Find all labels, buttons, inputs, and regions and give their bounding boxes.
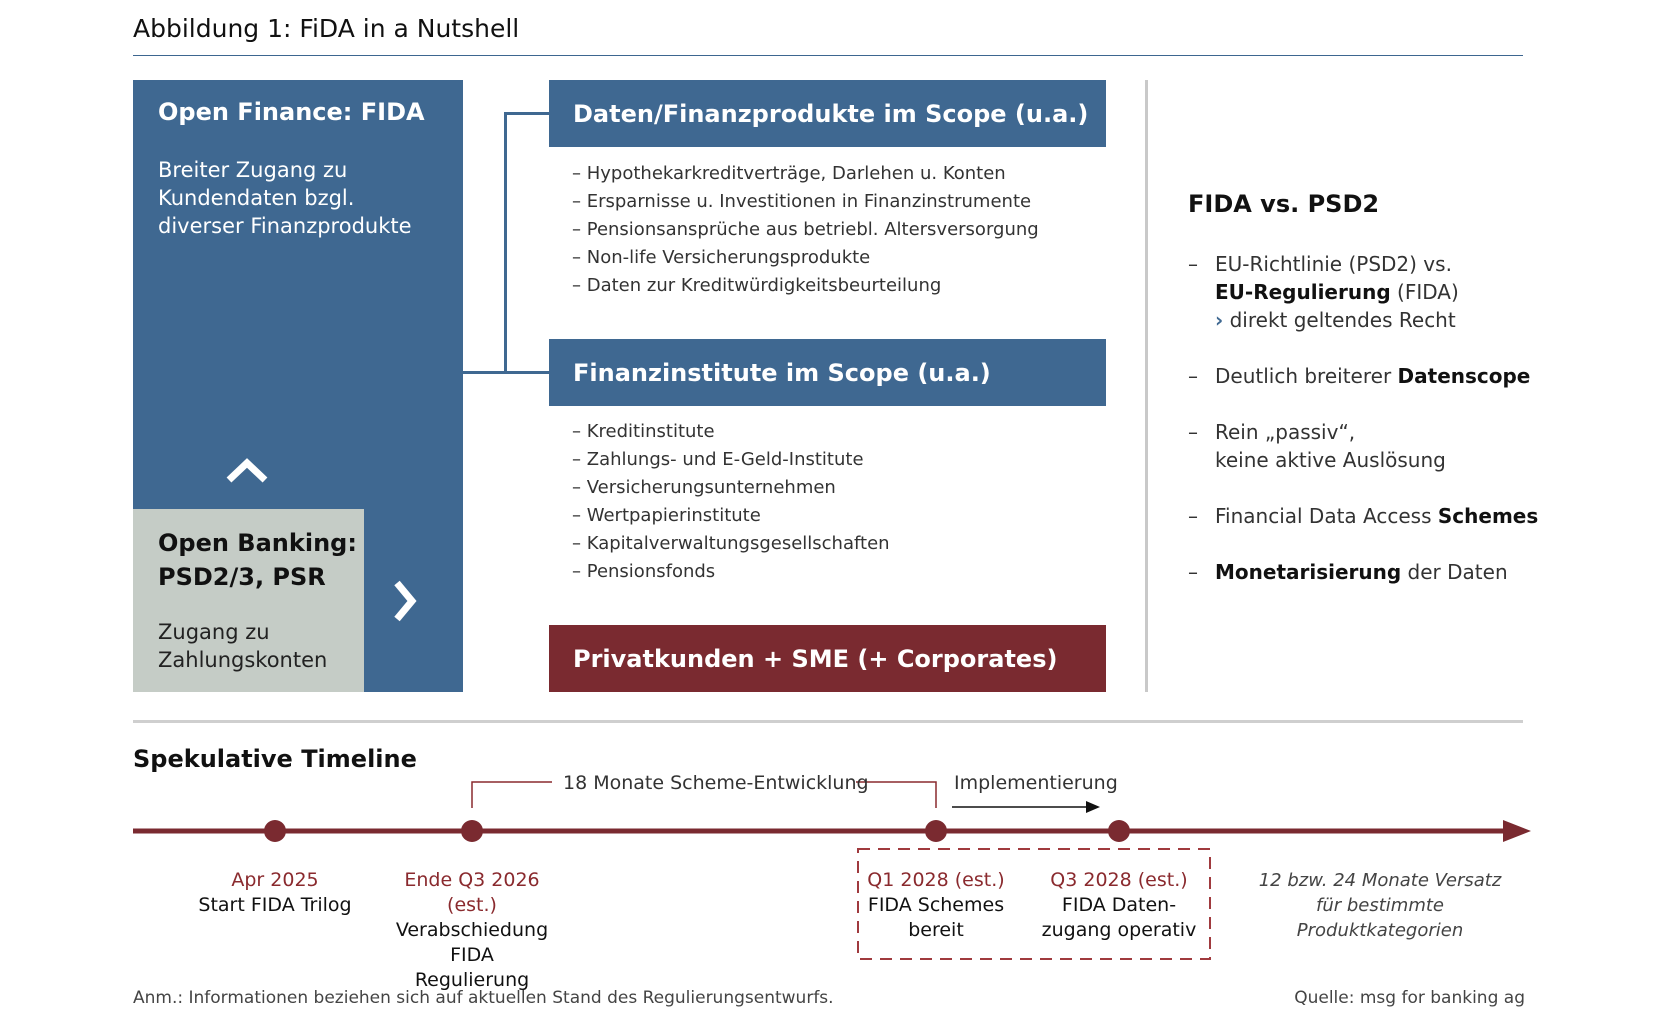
comparison-text: Financial Data Access — [1215, 504, 1438, 528]
milestone-description: Verabschiedung FIDA Regulierung — [395, 919, 549, 991]
connector-line — [463, 371, 506, 374]
milestone-description: FIDA Schemes bereit — [867, 894, 1005, 941]
list-item: Zahlungs- und E-Geld-Institute — [572, 446, 890, 474]
dash: – — [1188, 364, 1198, 388]
list-item: Versicherungsunternehmen — [572, 474, 890, 502]
footer-note: Anm.: Informationen beziehen sich auf ak… — [133, 988, 834, 1008]
list-item: Daten zur Kreditwürdigkeitsbeurteilung — [572, 272, 1039, 300]
title-divider — [133, 55, 1523, 56]
comparison-title: FIDA vs. PSD2 — [1188, 190, 1380, 218]
figure-title: Abbildung 1: FiDA in a Nutshell — [133, 14, 520, 43]
connector-line — [504, 112, 507, 374]
timeline-note: 12 bzw. 24 Monate Versatz für bestimmte … — [1258, 870, 1502, 941]
products-scope-list: Hypothekarkreditverträge, Darlehen u. Ko… — [572, 160, 1039, 300]
dash: – — [1188, 252, 1198, 276]
chevron-up-icon — [226, 458, 268, 483]
open-banking-box — [133, 509, 364, 692]
comparison-point-4: – Financial Data Access Schemes — [1188, 502, 1538, 530]
comparison-bold: Monetarisierung — [1215, 560, 1402, 584]
timeline-title: Spekulative Timeline — [133, 745, 417, 773]
milestone-date: Q3 2028 (est.) — [1050, 869, 1188, 891]
comparison-text: Monetarisierung der Daten — [1215, 558, 1508, 586]
open-banking-description: Zugang zu Zahlungskonten — [158, 620, 328, 672]
comparison-point-3: – Rein „passiv“, keine aktive Auslösung — [1188, 418, 1528, 474]
connector-line — [504, 371, 549, 374]
list-item: Non-life Versicherungsprodukte — [572, 244, 1039, 272]
comparison-text: direkt geltendes Recht — [1229, 308, 1456, 332]
connector-line — [504, 112, 549, 115]
comparison-text: Deutlich breiterer Datenscope — [1215, 362, 1530, 390]
comparison-text: Financial Data Access Schemes — [1215, 502, 1538, 530]
milestone-label: Q1 2028 (est.) FIDA Schemes bereit — [861, 868, 1011, 943]
list-item: Kreditinstitute — [572, 418, 890, 446]
comparison-bold: Schemes — [1437, 504, 1539, 528]
open-finance-description: Breiter Zugang zu Kundendaten bzgl. dive… — [158, 158, 412, 238]
bracket-line — [471, 781, 552, 808]
milestone-description: Start FIDA Trilog — [198, 894, 352, 916]
list-item: Ersparnisse u. Investitionen in Finanzin… — [572, 188, 1039, 216]
milestone-date: Ende Q3 2026 (est.) — [404, 869, 540, 916]
list-item: Hypothekarkreditverträge, Darlehen u. Ko… — [572, 160, 1039, 188]
milestone-marker — [461, 820, 483, 842]
comparison-point-1: – EU-Richtlinie (PSD2) vs. EU-Regulierun… — [1188, 250, 1528, 334]
comparison-bold: Datenscope — [1397, 364, 1531, 388]
chevron-right-icon — [394, 580, 417, 622]
customers-box: Privatkunden + SME (+ Corporates) — [549, 625, 1106, 692]
chevron-right-icon: › — [1215, 308, 1224, 332]
comparison-point-2: – Deutlich breiterer Datenscope — [1188, 362, 1530, 390]
dash: – — [1188, 560, 1198, 584]
comparison-text: EU-Regulierung (FIDA) — [1215, 278, 1459, 306]
milestone-marker — [1108, 820, 1130, 842]
dash: – — [1188, 504, 1198, 528]
list-item: Kapitalverwaltungsgesellschaften — [572, 530, 890, 558]
institutions-scope-list: Kreditinstitute Zahlungs- und E-Geld-Ins… — [572, 418, 890, 586]
vertical-divider — [1145, 80, 1148, 692]
comparison-text: › direkt geltendes Recht — [1215, 306, 1456, 334]
customers-label: Privatkunden + SME (+ Corporates) — [573, 644, 1058, 673]
list-item: Wertpapierinstitute — [572, 502, 890, 530]
bracket-label: 18 Monate Scheme-Entwicklung — [563, 772, 869, 794]
institutions-scope-header-label: Finanzinstitute im Scope (u.a.) — [573, 358, 991, 387]
footer-source: Quelle: msg for banking ag — [1294, 988, 1525, 1008]
bracket-line — [856, 781, 937, 808]
products-scope-header-label: Daten/Finanzprodukte im Scope (u.a.) — [573, 99, 1089, 128]
open-banking-title: Open Banking: PSD2/3, PSR — [158, 529, 357, 591]
comparison-text: keine aktive Auslösung — [1215, 448, 1446, 472]
comparison-text: der Daten — [1401, 560, 1508, 584]
estimate-box — [857, 848, 1211, 960]
comparison-text: Rein „passiv“, — [1215, 420, 1356, 444]
comparison-point-5: – Monetarisierung der Daten — [1188, 558, 1528, 586]
institutions-scope-header: Finanzinstitute im Scope (u.a.) — [549, 339, 1106, 406]
section-divider — [133, 720, 1523, 723]
arrow-right-icon — [1503, 820, 1531, 842]
products-scope-header: Daten/Finanzprodukte im Scope (u.a.) — [549, 80, 1106, 147]
comparison-text: (FIDA) — [1390, 280, 1459, 304]
milestone-marker — [264, 820, 286, 842]
comparison-text: EU-Richtlinie (PSD2) vs. — [1215, 252, 1452, 276]
milestone-marker — [925, 820, 947, 842]
comparison-bold: EU-Regulierung — [1215, 280, 1391, 304]
arrow-right-icon — [1086, 801, 1100, 813]
implementation-label: Implementierung — [954, 772, 1118, 794]
milestone-description: FIDA Daten-zugang operativ — [1041, 894, 1197, 941]
milestone-date: Q1 2028 (est.) — [867, 869, 1005, 891]
milestone-label: Ende Q3 2026 (est.) Verabschiedung FIDA … — [392, 868, 552, 993]
list-item: Pensionsansprüche aus betriebl. Altersve… — [572, 216, 1039, 244]
list-item: Pensionsfonds — [572, 558, 890, 586]
milestone-label: Apr 2025 Start FIDA Trilog — [175, 868, 375, 918]
milestone-label: Q3 2028 (est.) FIDA Daten-zugang operati… — [1034, 868, 1204, 943]
dash: – — [1188, 420, 1198, 444]
comparison-text: Deutlich breiterer — [1215, 364, 1398, 388]
milestone-date: Apr 2025 — [231, 869, 319, 891]
open-finance-title: Open Finance: FIDA — [158, 98, 425, 126]
